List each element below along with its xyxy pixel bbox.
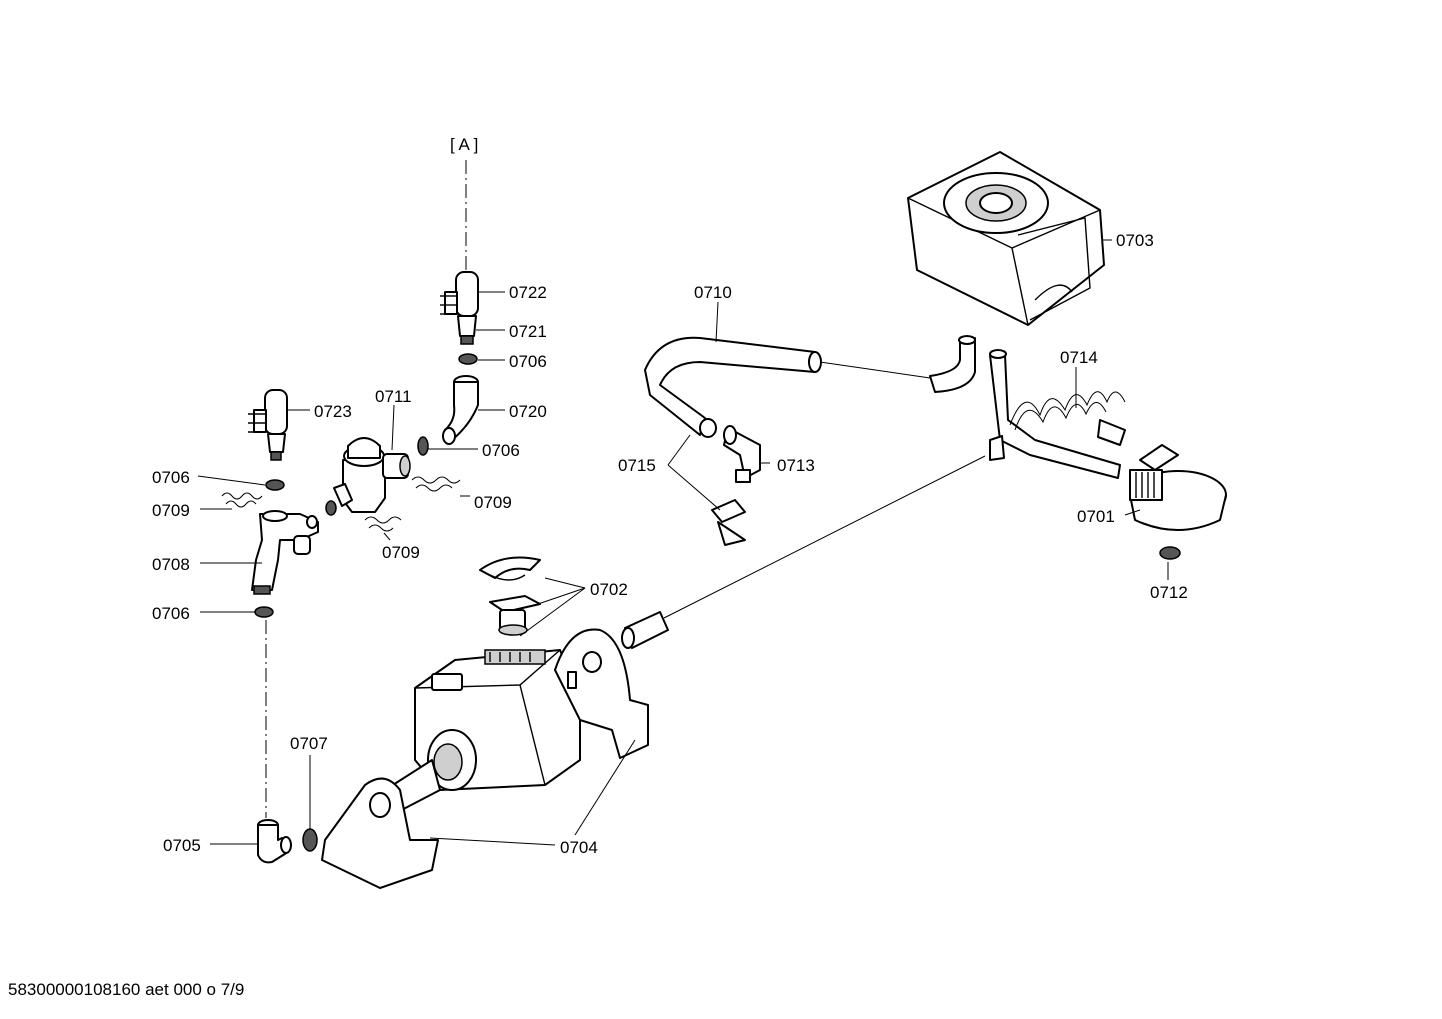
part-0720-elbow [442,375,479,445]
part-0709-clip-left [221,492,263,500]
document-footer: 58300000108160 aet 000 o 7/9 [8,980,245,999]
hose-pump-inlet [621,611,669,649]
reference-mark: [ A ] [450,135,478,154]
part-0709-clip-right [411,476,461,484]
label-0701: 0701 [1077,507,1115,526]
part-0705-elbow [257,819,292,864]
part-0714-hose [989,349,1126,479]
part-0721-connector [457,315,477,345]
label-0712: 0712 [1150,583,1188,602]
part-0722-sensor [440,271,479,317]
connection-line-tank [819,361,931,379]
label-0706-bottom: 0706 [152,604,190,623]
label-0723: 0723 [314,402,352,421]
label-0706-mid: 0706 [482,441,520,460]
label-0708: 0708 [152,555,190,574]
label-0722: 0722 [509,283,547,302]
part-0715-clip [711,499,746,546]
label-0709-right: 0709 [474,493,512,512]
connection-line-pump [663,455,986,619]
label-0705: 0705 [163,836,201,855]
part-0708-manifold [251,510,319,595]
part-0706-oring-mid [417,436,429,456]
part-0706-oring-top [458,353,478,365]
label-0703: 0703 [1116,231,1154,250]
part-labels: 0703 0710 0714 0722 0721 0706 0720 0711 … [152,231,1188,857]
hose-tank-outlet [929,335,976,393]
label-0707: 0707 [290,734,328,753]
label-0713: 0713 [777,456,815,475]
label-0710: 0710 [694,283,732,302]
label-0714: 0714 [1060,348,1098,367]
label-0704: 0704 [560,838,598,857]
leader-lines [197,239,1169,846]
label-0702: 0702 [590,580,628,599]
part-0707-oring [302,828,318,852]
part-0709-clip-lower [364,516,402,524]
part-0711-valve-body [325,437,411,516]
label-0721: 0721 [509,322,547,341]
label-0711: 0711 [375,387,412,406]
part-0702-clip [479,556,541,636]
part-0703-tank [907,151,1105,326]
part-0723-sensor [248,389,288,461]
label-0706-left: 0706 [152,468,190,487]
part-0710-hose [644,336,822,438]
part-0701-switch [1129,444,1227,531]
part-0706-oring-bottom [254,606,274,618]
label-0715: 0715 [618,456,656,475]
part-0713-elbow [723,425,761,483]
part-0706-oring-left [265,479,285,491]
label-0706-top: 0706 [509,352,547,371]
part-0704-pump [321,628,649,889]
part-0712-seal [1159,546,1181,560]
label-0720: 0720 [509,402,547,421]
label-0709-left: 0709 [152,501,190,520]
label-0709-lower: 0709 [382,543,420,562]
